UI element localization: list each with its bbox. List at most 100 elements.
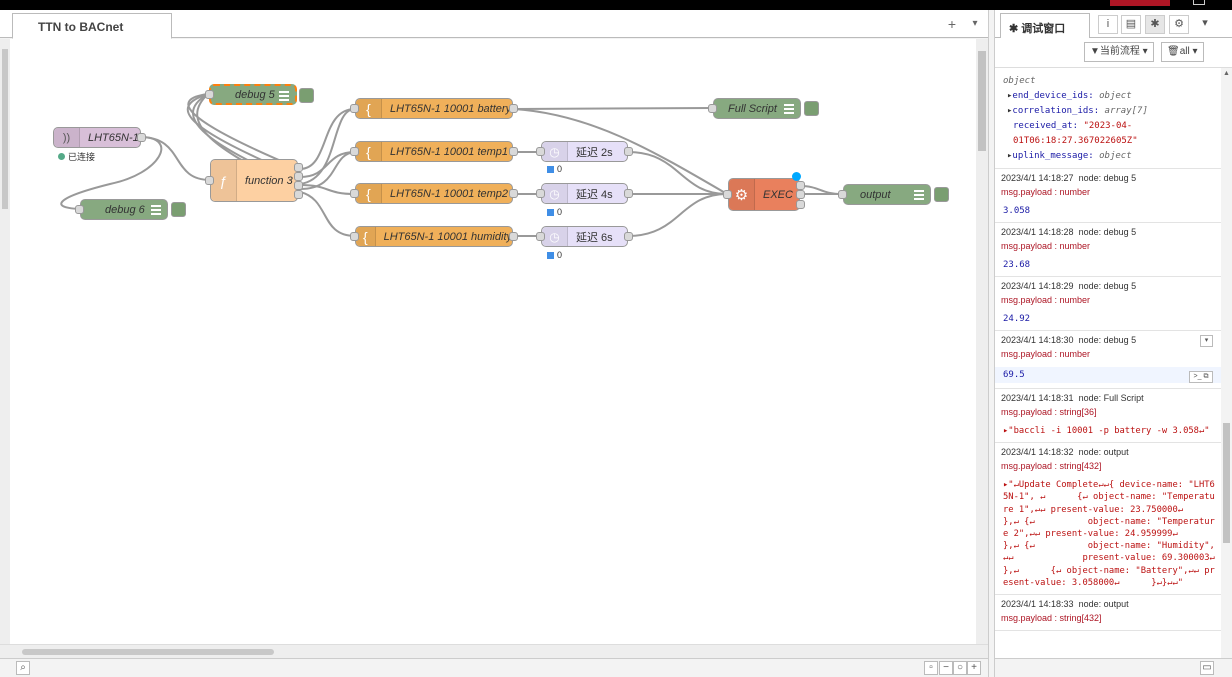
sidebar-separator[interactable] bbox=[988, 10, 995, 677]
debug-toggle-button[interactable] bbox=[171, 202, 186, 217]
wire-f-temp1[interactable] bbox=[299, 151, 356, 178]
tab-debug[interactable]: ✱ 调试窗口 bbox=[1000, 13, 1090, 39]
debug-message[interactable]: 2023/4/1 14:18:30 node: debug 5 ▾ msg.pa… bbox=[995, 331, 1221, 389]
scroll-up-icon[interactable]: ▲ bbox=[1223, 70, 1230, 77]
clear-button[interactable]: 🗑all ▾ bbox=[1161, 42, 1204, 62]
chevron-down-icon[interactable]: ▾ bbox=[1195, 15, 1215, 34]
delay4-node[interactable]: ◷ 延迟 4s bbox=[536, 183, 633, 204]
deploy-button[interactable] bbox=[1110, 0, 1170, 6]
flow-canvas[interactable]: )) LHT65N-1 已连接 debug 5 debug 6 ƒ functi… bbox=[10, 39, 976, 644]
debug-message[interactable]: 2023/4/1 14:18:33 node: output msg.paylo… bbox=[995, 595, 1221, 632]
temp2-node[interactable]: { LHT65N-1 10001 temp2 bbox=[350, 183, 518, 204]
output-port[interactable] bbox=[137, 133, 146, 142]
debug-message[interactable]: 2023/4/1 14:18:32 node: output msg.paylo… bbox=[995, 443, 1221, 596]
mqtt-in-node[interactable]: )) LHT65N-1 bbox=[53, 127, 146, 148]
output-port[interactable] bbox=[509, 104, 518, 113]
gear-icon[interactable]: ⚙ bbox=[1169, 15, 1189, 34]
output-port-3[interactable] bbox=[294, 181, 303, 190]
canvas-hscroll-thumb[interactable] bbox=[22, 649, 274, 655]
tree-row-uplink-message[interactable]: ▸uplink_message: object bbox=[1007, 151, 1132, 161]
temp1-node[interactable]: { LHT65N-1 10001 temp1 bbox=[350, 141, 518, 162]
wire-f-temp2[interactable] bbox=[299, 184, 356, 195]
canvas-vscroll-thumb[interactable] bbox=[978, 51, 986, 151]
fullscript-debug-node[interactable]: Full Script bbox=[708, 98, 819, 119]
wire-battery-exec[interactable] bbox=[513, 108, 728, 195]
zoom-out-icon[interactable]: − bbox=[939, 661, 953, 675]
menu-button[interactable] bbox=[1193, 0, 1205, 5]
output-port[interactable] bbox=[509, 189, 518, 198]
input-port[interactable] bbox=[205, 176, 214, 185]
input-port[interactable] bbox=[350, 189, 359, 198]
output-port[interactable] bbox=[509, 232, 518, 241]
input-port[interactable] bbox=[536, 189, 545, 198]
debug-message[interactable]: 2023/4/1 14:18:28 node: debug 5 msg.payl… bbox=[995, 223, 1221, 277]
delay2-node[interactable]: ◷ 延迟 2s bbox=[536, 141, 633, 162]
output-port-1[interactable] bbox=[796, 181, 805, 190]
input-port[interactable] bbox=[350, 232, 359, 241]
output-port-1[interactable] bbox=[294, 163, 303, 172]
wire-exec-output[interactable] bbox=[799, 185, 843, 195]
tree-row-correlation-ids[interactable]: ▸correlation_ids: array[7] bbox=[1007, 106, 1148, 116]
debug-message[interactable]: 2023/4/1 14:18:29 node: debug 5 msg.payl… bbox=[995, 277, 1221, 331]
navigator-icon[interactable]: ▫ bbox=[924, 661, 938, 675]
input-port[interactable] bbox=[536, 147, 545, 156]
debug-toggle-button[interactable] bbox=[299, 88, 314, 103]
wire-delay2-exec[interactable] bbox=[627, 151, 728, 195]
filter-button[interactable]: ▼当前流程 ▾ bbox=[1084, 42, 1154, 62]
sidebar-scroll-thumb[interactable] bbox=[1223, 423, 1230, 543]
sidebar-scrollbar[interactable]: ▲ bbox=[1221, 68, 1232, 677]
input-port[interactable] bbox=[536, 232, 545, 241]
function-node[interactable]: ƒ function 3 bbox=[205, 159, 303, 202]
canvas-horizontal-scrollbar[interactable] bbox=[0, 644, 988, 658]
tree-row-end-device-ids[interactable]: ▸end_device_ids: object bbox=[1007, 91, 1132, 101]
debug-message[interactable]: 2023/4/1 14:18:27 node: debug 5 msg.payl… bbox=[995, 169, 1221, 223]
wire-delay6-exec[interactable] bbox=[627, 193, 728, 237]
input-port[interactable] bbox=[723, 190, 732, 199]
wire-f-extra2[interactable] bbox=[299, 151, 356, 190]
tab-ttn-to-bacnet[interactable]: TTN to BACnet bbox=[12, 13, 172, 39]
zoom-in-icon[interactable]: + bbox=[967, 661, 981, 675]
debug-toggle-button[interactable] bbox=[934, 187, 949, 202]
message-menu-button[interactable]: ▾ bbox=[1200, 335, 1213, 347]
wire-f-battery[interactable] bbox=[299, 108, 356, 170]
debug-messages[interactable]: object ▸end_device_ids: object ▸correlat… bbox=[995, 68, 1221, 677]
input-port[interactable] bbox=[350, 104, 359, 113]
object-root[interactable]: object bbox=[1003, 76, 1036, 86]
input-port[interactable] bbox=[708, 104, 717, 113]
book-icon[interactable]: ▤ bbox=[1121, 15, 1141, 34]
left-scroll-thumb[interactable] bbox=[2, 49, 8, 209]
debug-toggle-button[interactable] bbox=[804, 101, 819, 116]
zoom-reset-icon[interactable]: ○ bbox=[953, 661, 967, 675]
wire-lht-debug6[interactable] bbox=[60, 136, 163, 210]
delay6-node[interactable]: ◷ 延迟 6s bbox=[536, 226, 633, 247]
tab-menu-button[interactable]: ▾ bbox=[972, 18, 978, 29]
wire-f-extra1[interactable] bbox=[299, 108, 356, 185]
debug-message[interactable]: 2023/4/1 14:18:31 node: Full Script msg.… bbox=[995, 389, 1221, 444]
canvas-vertical-scrollbar[interactable] bbox=[976, 39, 988, 644]
output-port-4[interactable] bbox=[294, 190, 303, 199]
add-tab-button[interactable]: + bbox=[947, 16, 957, 32]
input-port[interactable] bbox=[75, 205, 84, 214]
humidity-node[interactable]: { LHT65N-1 10001 humidity bbox=[350, 226, 518, 247]
search-icon[interactable]: ⌕ bbox=[16, 661, 30, 675]
bug-tab-icon[interactable]: ✱ bbox=[1145, 15, 1165, 34]
wire-battery-fullscript[interactable] bbox=[513, 107, 714, 110]
output-port[interactable] bbox=[509, 147, 518, 156]
debug6-node[interactable]: debug 6 bbox=[75, 199, 186, 220]
output-port-2[interactable] bbox=[796, 190, 805, 199]
input-port[interactable] bbox=[838, 190, 847, 199]
wire-f-humidity[interactable] bbox=[299, 191, 356, 237]
output-debug-node[interactable]: output bbox=[838, 184, 949, 205]
output-port-2[interactable] bbox=[294, 172, 303, 181]
output-port[interactable] bbox=[624, 147, 633, 156]
output-port-3[interactable] bbox=[796, 200, 805, 209]
wire-debug5-a[interactable] bbox=[187, 93, 301, 170]
input-port[interactable] bbox=[350, 147, 359, 156]
info-icon[interactable]: i bbox=[1098, 15, 1118, 34]
output-port[interactable] bbox=[624, 189, 633, 198]
wire-lht-function[interactable] bbox=[139, 136, 211, 181]
battery-node[interactable]: { LHT65N-1 10001 battery bbox=[350, 98, 518, 119]
popout-icon[interactable]: ▭ bbox=[1200, 661, 1214, 675]
debug5-node[interactable]: debug 5 bbox=[205, 84, 314, 105]
output-port[interactable] bbox=[624, 232, 633, 241]
